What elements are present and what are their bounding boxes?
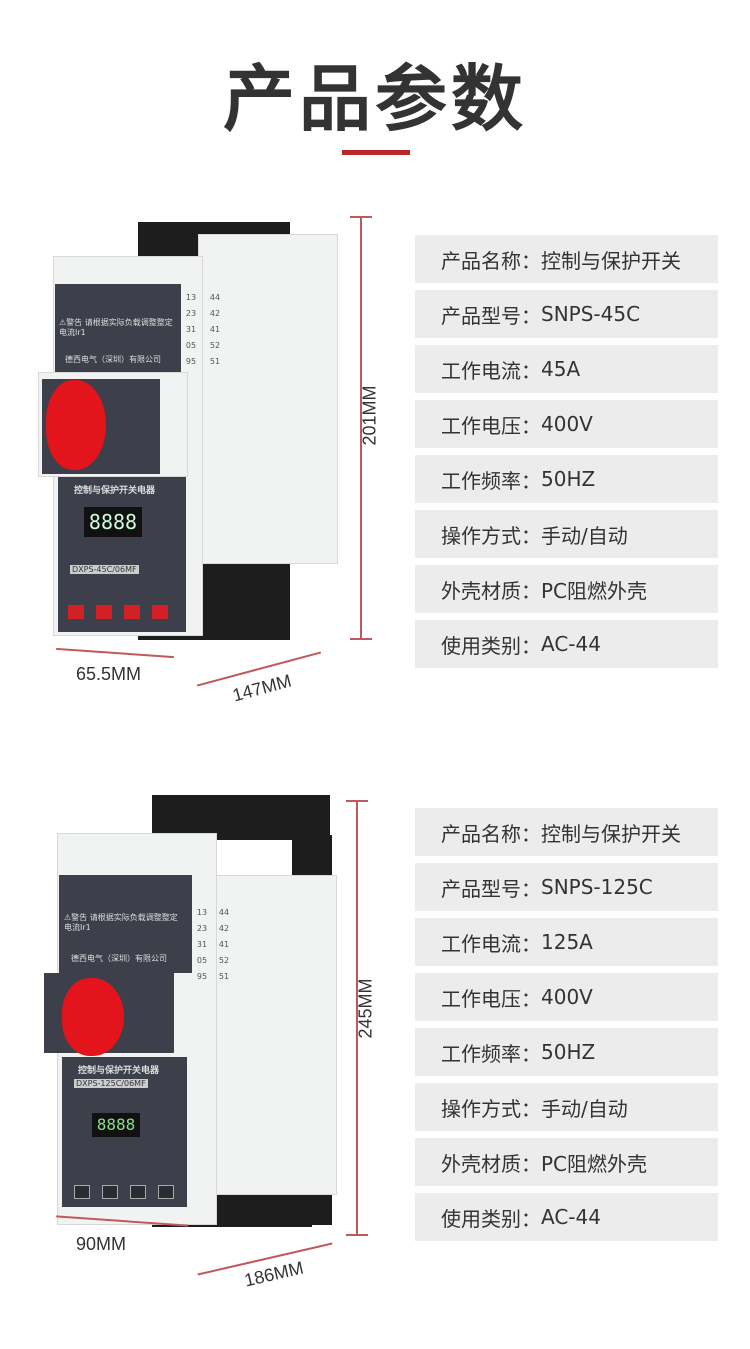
led-display: 8888	[84, 507, 142, 537]
spec-row: 外壳材质：PC阻燃外壳	[415, 565, 718, 613]
device-maker: 德西电气（深圳）有限公司	[71, 954, 167, 963]
device-warning: ⚠警告 请根据实际负载调整整定电流Ir1	[64, 913, 178, 932]
spec-row: 产品型号：SNPS-125C	[415, 863, 718, 911]
spec-row: 工作电流：125A	[415, 918, 718, 966]
model-plate: DXPS-125C/06MF	[74, 1079, 148, 1088]
dimension-height: 245MM	[355, 978, 376, 1039]
spec-row: 操作方式：手动/自动	[415, 510, 718, 558]
spec-row: 外壳材质：PC阻燃外壳	[415, 1138, 718, 1186]
led-display: 8888	[92, 1113, 140, 1137]
device-maker: 德西电气（深圳）有限公司	[65, 355, 161, 364]
rotary-knob	[46, 380, 106, 470]
title-underline	[342, 150, 410, 155]
spec-row: 产品名称：控制与保护开关	[415, 808, 718, 856]
dimension-width: 90MM	[76, 1234, 127, 1254]
spec-row: 使用类别：AC-44	[415, 620, 718, 668]
rotary-knob	[62, 978, 124, 1056]
spec-row: 工作频率：50HZ	[415, 455, 718, 503]
spec-row: 工作电压：400V	[415, 400, 718, 448]
spec-row: 操作方式：手动/自动	[415, 1083, 718, 1131]
spec-row: 工作电压：400V	[415, 973, 718, 1021]
dimension-height: 201MM	[359, 385, 380, 446]
spec-row: 工作电流：45A	[415, 345, 718, 393]
device-panel-title: 控制与保护开关电器	[74, 486, 156, 496]
page-title: 产品参数	[222, 57, 527, 141]
dimension-depth: 147MM	[230, 670, 294, 706]
spec-row: 产品型号：SNPS-45C	[415, 290, 718, 338]
device-warning: ⚠警告 请根据实际负载调整整定电流Ir1	[59, 318, 173, 337]
spec-row: 产品名称：控制与保护开关	[415, 235, 718, 283]
dimension-width: 65.5MM	[76, 664, 142, 684]
spec-row: 工作频率：50HZ	[415, 1028, 718, 1076]
spec-row: 使用类别：AC-44	[415, 1193, 718, 1241]
model-plate: DXPS-45C/06MF	[70, 565, 139, 574]
device-panel-title: 控制与保护开关电器	[78, 1066, 160, 1076]
